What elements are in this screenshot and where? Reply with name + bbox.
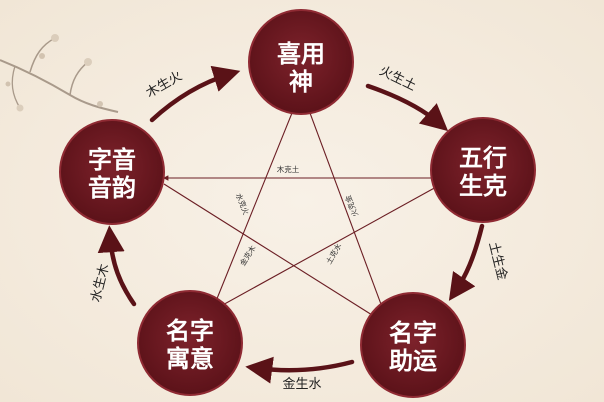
label-wood-earth: 木克土 bbox=[277, 164, 300, 174]
overcoming-labels: 木克土 水克火 火克金 金克木 土克水 bbox=[234, 164, 360, 268]
node-left-line1: 字音 bbox=[88, 145, 136, 174]
node-top: 喜用 神 bbox=[248, 9, 354, 115]
node-right-line2: 生克 bbox=[459, 171, 507, 200]
node-bottom-right: 名字 助运 bbox=[360, 292, 466, 398]
node-bottom-right-line1: 名字 bbox=[389, 318, 437, 347]
label-water-fire: 水克火 bbox=[234, 192, 252, 217]
plum-blossom-branch-icon bbox=[0, 34, 119, 113]
node-top-line2: 神 bbox=[289, 67, 313, 96]
label-metal-water: 金生水 bbox=[282, 376, 321, 392]
node-bottom-left-line1: 名字 bbox=[166, 316, 214, 345]
line-earth-water bbox=[209, 185, 439, 313]
arrow-bottom bbox=[245, 356, 355, 384]
node-bottom-left-line2: 寓意 bbox=[166, 344, 214, 373]
arrow-left-bottom bbox=[97, 225, 137, 307]
line-metal-wood bbox=[163, 183, 381, 321]
label-water-wood: 水生木 bbox=[89, 262, 113, 303]
node-bottom-right-line2: 助运 bbox=[389, 346, 437, 375]
node-left-line2: 音韵 bbox=[88, 173, 136, 202]
label-earth-metal: 土生金 bbox=[485, 240, 510, 282]
overcoming-lines bbox=[162, 107, 439, 321]
node-top-line1: 喜用 bbox=[277, 39, 325, 68]
label-metal-wood: 金克木 bbox=[237, 243, 258, 268]
node-right: 五行 生克 bbox=[430, 117, 536, 223]
arrow-top-right bbox=[365, 83, 449, 132]
generating-arrows bbox=[97, 65, 485, 384]
node-right-line1: 五行 bbox=[459, 143, 507, 172]
arrow-top-left bbox=[149, 65, 241, 123]
line-fire-metal bbox=[305, 107, 386, 316]
node-bottom-left: 名字 寓意 bbox=[137, 290, 243, 396]
node-left: 字音 音韵 bbox=[59, 119, 165, 225]
line-water-fire bbox=[211, 112, 293, 313]
label-earth-water: 土克水 bbox=[323, 241, 343, 266]
arrow-right-bottom bbox=[448, 223, 485, 301]
